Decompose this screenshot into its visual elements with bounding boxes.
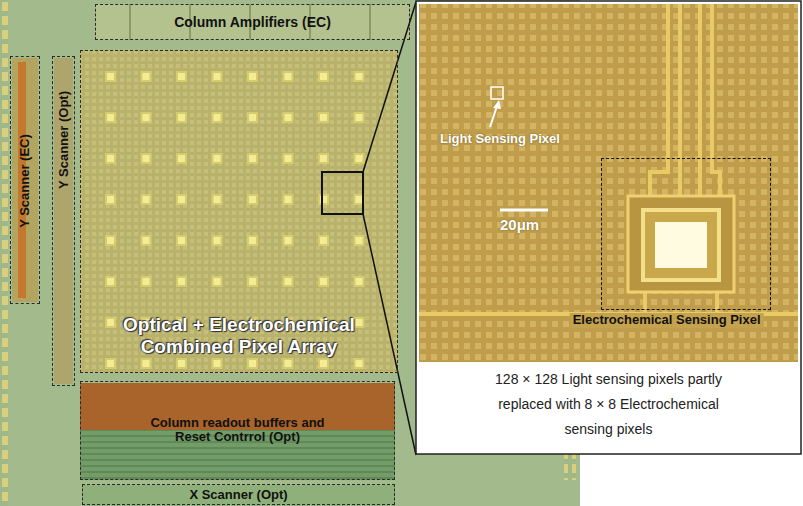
- region-label: Optical + Electrochemical Combined Pixel…: [109, 314, 369, 358]
- region-box: X Scanner (Opt): [82, 484, 395, 505]
- region-box: Electrochemical Sensing Pixel: [601, 158, 771, 310]
- region-label: Y Scanner (Opt): [56, 90, 71, 188]
- region-box: Column readout buffers and Reset Contrro…: [80, 381, 395, 480]
- region-label: 128 × 128 Light sensing pixels partly re…: [474, 367, 744, 442]
- scale-label: 20μm: [500, 216, 539, 233]
- region-label: X Scanner (Opt): [189, 487, 287, 502]
- pixel-label: Light Sensing Pixel: [440, 131, 560, 146]
- region-box: 128 × 128 Light sensing pixels partly re…: [416, 1, 801, 454]
- region-label: Electrochemical Sensing Pixel: [570, 313, 764, 328]
- region-label: Column Amplifiers (EC): [174, 14, 331, 30]
- region-box: Y Scanner (EC): [10, 56, 40, 304]
- region-label: Column readout buffers and Reset Contrro…: [143, 416, 333, 446]
- region-box: Optical + Electrochemical Combined Pixel…: [80, 50, 398, 373]
- region-box: Y Scanner (Opt): [52, 56, 75, 386]
- region-box: Column Amplifiers (EC): [95, 4, 410, 40]
- region-label: Y Scanner (EC): [18, 134, 33, 228]
